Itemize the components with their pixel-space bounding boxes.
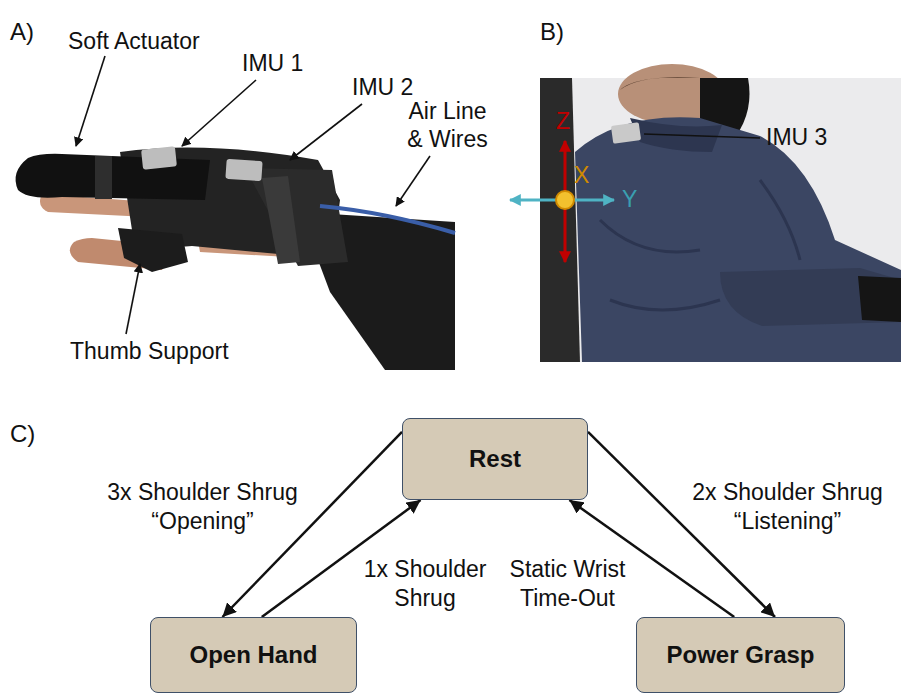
leader-arrow bbox=[396, 156, 430, 206]
state-box: Open Hand bbox=[150, 617, 357, 693]
part-label: Air Line & Wires bbox=[400, 98, 495, 153]
state-name: Rest bbox=[469, 445, 521, 473]
leader-arrow bbox=[290, 104, 362, 160]
x-axis-dot bbox=[556, 191, 574, 209]
part-label: IMU 1 bbox=[242, 50, 303, 78]
leader-arrow bbox=[182, 80, 256, 146]
hand-photo bbox=[16, 146, 455, 370]
person-photo bbox=[540, 64, 901, 362]
z-axis bbox=[564, 141, 567, 191]
axis-label: Z bbox=[556, 108, 570, 136]
state-name: Power Grasp bbox=[666, 641, 814, 669]
state-name: Open Hand bbox=[189, 641, 317, 669]
panel-letter: A) bbox=[10, 18, 34, 47]
part-label: IMU 3 bbox=[766, 124, 827, 152]
state-box: Rest bbox=[402, 418, 588, 500]
y-axis bbox=[574, 199, 614, 202]
panel-letter: C) bbox=[10, 420, 35, 449]
part-label: Soft Actuator bbox=[68, 28, 200, 56]
y-axis bbox=[510, 199, 556, 202]
axis-label: Y bbox=[622, 186, 637, 214]
leader-arrow bbox=[76, 56, 105, 146]
leader-arrow bbox=[126, 264, 140, 334]
part-label: IMU 2 bbox=[352, 74, 413, 102]
axis-label: X bbox=[574, 162, 589, 190]
transition-label: 3x Shoulder Shrug “Opening” bbox=[95, 478, 310, 536]
state-box: Power Grasp bbox=[636, 617, 845, 693]
transition-label: 2x Shoulder Shrug “Listening” bbox=[680, 478, 895, 536]
part-label: Thumb Support bbox=[70, 338, 229, 366]
panel-letter: B) bbox=[540, 18, 564, 47]
transition-label: Static Wrist Time-Out bbox=[495, 555, 640, 613]
leader-line bbox=[644, 134, 760, 138]
transition-label: 1x Shoulder Shrug bbox=[355, 555, 495, 613]
z-axis bbox=[564, 209, 567, 262]
